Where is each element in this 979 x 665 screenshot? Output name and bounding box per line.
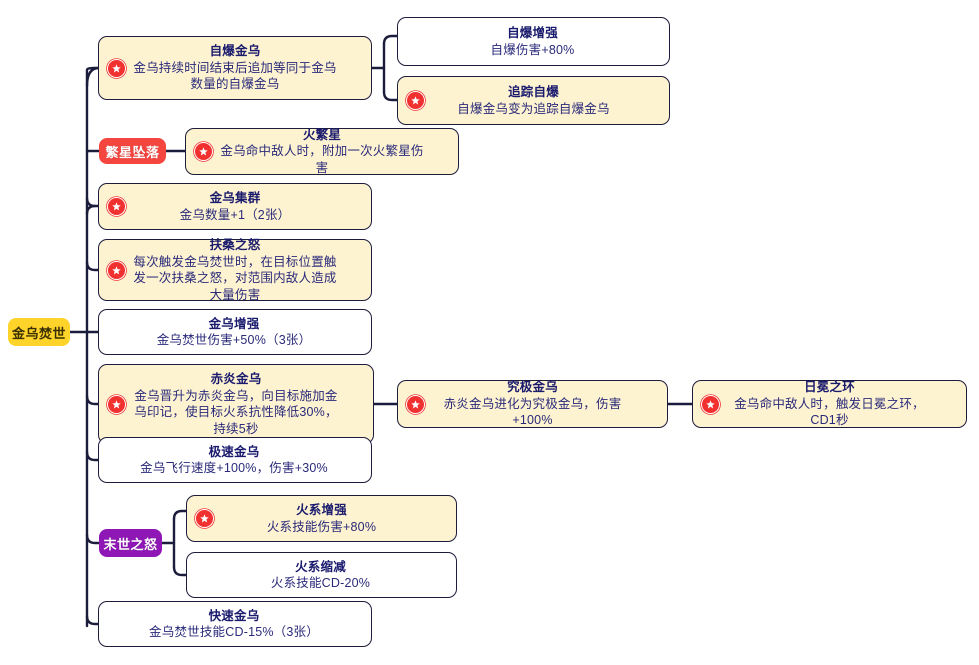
node-title: 极速金乌 (208, 444, 260, 459)
node-text: 日冕之环 金乌命中敌人时，触发日冕之环，CD1秒 (724, 379, 935, 429)
group-badge-fanxing-zhuiluo[interactable]: 繁星坠落 (99, 138, 166, 164)
node-title: 火系增强 (296, 503, 347, 517)
node-title: 自爆增强 (507, 26, 558, 40)
node-desc: 火系技能伤害+80% (266, 519, 377, 534)
node-text: 金乌增强 金乌焚世伤害+50%（3张） (105, 316, 363, 349)
node-jinwu-jiqun[interactable]: 金乌集群 金乌数量+1（2张） (98, 183, 372, 230)
node-text: 火系增强 火系技能伤害+80% (218, 502, 425, 535)
node-desc: 自爆金乌变为追踪自爆金乌 (457, 101, 610, 116)
node-desc: 金乌数量+1（2张） (179, 207, 291, 222)
node-title: 自爆金乌 (209, 44, 261, 59)
star-icon (406, 91, 425, 110)
node-title: 火繁星 (302, 127, 342, 142)
star-icon (195, 509, 214, 528)
root-node-label: 金乌焚世 (11, 325, 66, 341)
node-title: 追踪自爆 (508, 85, 559, 99)
node-rimian-zhihuan[interactable]: 日冕之环 金乌命中敌人时，触发日冕之环，CD1秒 (692, 380, 967, 428)
node-title: 快速金乌 (208, 608, 260, 623)
star-icon (701, 394, 720, 414)
star-icon (406, 394, 425, 414)
node-desc: 每次触发金乌焚世时，在目标位置触发一次扶桑之怒，对范围内敌人造成大量伤害 (133, 254, 337, 302)
node-text: 自爆增强 自爆伤害+80% (404, 25, 661, 58)
node-title: 日冕之环 (804, 380, 855, 395)
node-title: 扶桑之怒 (209, 238, 261, 252)
node-desc: 金乌焚世伤害+50%（3张） (156, 333, 312, 347)
node-title: 金乌集群 (209, 191, 261, 205)
node-zhuizong-zibao[interactable]: 追踪自爆 自爆金乌变为追踪自爆金乌 (397, 76, 670, 125)
node-title: 究极金乌 (507, 380, 558, 395)
star-icon (107, 197, 126, 216)
node-desc: 金乌命中敌人时，附加一次火繁星伤害 (220, 144, 424, 175)
node-huoxi-suojian[interactable]: 火系缩减 火系技能CD-20% (186, 552, 457, 598)
node-text: 火系缩减 火系技能CD-20% (193, 559, 448, 592)
node-jiuji-jinwu[interactable]: 究极金乌 赤炎金乌进化为究极金乌，伤害+100% (397, 380, 668, 428)
star-icon (194, 142, 213, 161)
node-zibao-jinwu[interactable]: 自爆金乌 金乌持续时间结束后追加等同于金乌数量的自爆金乌 (98, 36, 372, 100)
node-huo-fanxing[interactable]: 火繁星 金乌命中敌人时，附加一次火繁星伤害 (185, 128, 459, 175)
node-desc: 金乌命中敌人时，触发日冕之环，CD1秒 (734, 396, 925, 428)
node-text: 快速金乌 金乌焚世技能CD-15%（3张） (105, 608, 363, 641)
node-text: 扶桑之怒 每次触发金乌焚世时，在目标位置触发一次扶桑之怒，对范围内敌人造成大量伤… (130, 237, 340, 303)
group-badge-label: 末世之怒 (103, 536, 158, 552)
node-fusang-zhinu[interactable]: 扶桑之怒 每次触发金乌焚世时，在目标位置触发一次扶桑之怒，对范围内敌人造成大量伤… (98, 237, 372, 303)
node-zibao-zengqiang[interactable]: 自爆增强 自爆伤害+80% (397, 17, 670, 66)
node-desc: 火系技能CD-20% (270, 576, 371, 590)
root-node-badge[interactable]: 金乌焚世 (8, 318, 70, 346)
node-desc: 金乌晋升为赤炎金乌，向目标施加金乌印记，使目标火系抗性降低30%，持续5秒 (134, 388, 338, 436)
node-text: 火繁星 金乌命中敌人时，附加一次火繁星伤害 (217, 127, 427, 177)
node-kuaisu-jinwu[interactable]: 快速金乌 金乌焚世技能CD-15%（3张） (98, 601, 372, 647)
node-jisu-jinwu[interactable]: 极速金乌 金乌飞行速度+100%，伤害+30% (98, 437, 372, 483)
star-icon (107, 260, 126, 280)
node-desc: 自爆伤害+80% (490, 42, 575, 57)
node-chiyan-jinwu[interactable]: 赤炎金乌 金乌晋升为赤炎金乌，向目标施加金乌印记，使目标火系抗性降低30%，持续… (98, 364, 374, 444)
group-badge-label: 繁星坠落 (105, 144, 160, 160)
node-desc: 金乌飞行速度+100%，伤害+30% (140, 461, 328, 475)
node-desc: 金乌持续时间结束后追加等同于金乌数量的自爆金乌 (133, 60, 337, 92)
node-text: 金乌集群 金乌数量+1（2张） (130, 190, 340, 223)
node-text: 极速金乌 金乌飞行速度+100%，伤害+30% (105, 444, 363, 477)
node-desc: 金乌焚世技能CD-15%（3张） (149, 625, 319, 639)
node-title: 赤炎金乌 (210, 372, 262, 386)
star-icon (107, 394, 126, 414)
node-text: 究极金乌 赤炎金乌进化为究极金乌，伤害+100% (429, 379, 636, 429)
node-title: 金乌增强 (208, 316, 260, 331)
node-huoxi-zengqiang[interactable]: 火系增强 火系技能伤害+80% (186, 495, 457, 542)
node-text: 赤炎金乌 金乌晋升为赤炎金乌，向目标施加金乌印记，使目标火系抗性降低30%，持续… (130, 371, 342, 437)
node-jinwu-zengqiang[interactable]: 金乌增强 金乌焚世伤害+50%（3张） (98, 309, 372, 355)
group-badge-moshi-zhinu[interactable]: 末世之怒 (99, 529, 162, 557)
node-text: 追踪自爆 自爆金乌变为追踪自爆金乌 (429, 84, 638, 117)
node-text: 自爆金乌 金乌持续时间结束后追加等同于金乌数量的自爆金乌 (130, 43, 340, 93)
node-desc: 赤炎金乌进化为究极金乌，伤害+100% (443, 396, 622, 428)
node-title: 火系缩减 (295, 559, 346, 574)
star-icon (107, 58, 126, 78)
